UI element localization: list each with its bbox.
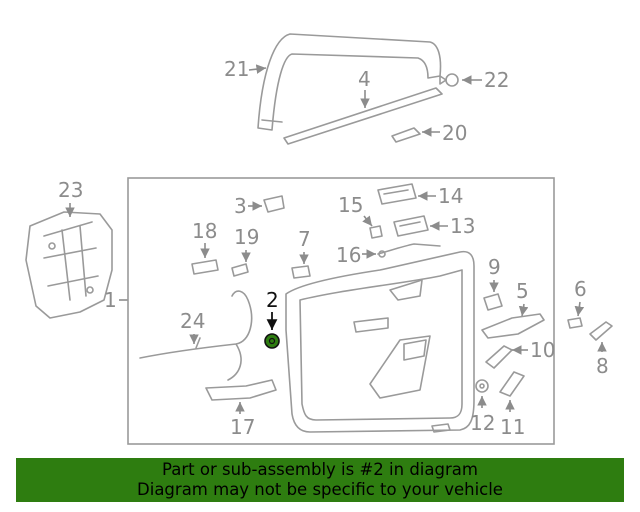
label-11: 11 [500,415,525,439]
part-24-wiring-harness [139,290,253,381]
part-17-bracket [205,379,277,401]
part-21-window-frame [257,33,442,131]
label-1: 1 [104,288,117,312]
label-21: 21 [224,57,249,81]
label-16: 16 [336,243,361,267]
part-5-handle [481,313,545,339]
label-8: 8 [596,354,609,378]
label-6: 6 [574,277,587,301]
part-12-plug [475,379,489,393]
part-8-cap [589,321,613,341]
label-23: 23 [58,178,83,202]
label-9: 9 [488,255,501,279]
part-16-harness [377,243,441,258]
label-5: 5 [516,279,529,303]
part-19-screw [231,263,249,277]
label-10: 10 [530,338,555,362]
label-15: 15 [338,193,363,217]
label-17: 17 [230,415,255,439]
label-7: 7 [298,227,311,251]
part-3-bracket [263,195,285,213]
label-24: 24 [180,309,205,333]
part-10-switch [485,345,513,369]
door-trim-panel [285,250,475,433]
part-23-window-regulator [25,211,113,319]
label-14: 14 [438,184,463,208]
label-3: 3 [234,194,247,218]
part-2-highlighted[interactable] [264,333,280,349]
assembly-box [127,177,555,445]
part-13-window-switch [393,215,429,237]
label-18: 18 [192,219,217,243]
info-banner: Part or sub-assembly is #2 in diagram Di… [16,458,624,502]
part-22-clip [439,73,459,87]
label-12: 12 [470,411,495,435]
parts-diagram: 21 4 22 20 23 1 3 14 15 [25,33,613,445]
part-15-clip [369,225,383,239]
label-4: 4 [358,67,371,91]
part-18-bracket [191,259,219,275]
part-4-belt-molding [283,87,443,145]
banner-line-2: Diagram may not be specific to your vehi… [137,480,503,499]
label-13: 13 [450,214,475,238]
banner-line-1: Part or sub-assembly is #2 in diagram [162,460,478,479]
part-11-trim [499,371,525,397]
label-2: 2 [266,288,279,312]
part-6-screw [567,317,583,329]
part-9-cover [483,293,503,311]
part-7-clip [291,265,311,279]
label-19: 19 [234,225,259,249]
part-reflector [431,423,451,433]
label-22: 22 [484,68,509,92]
part-20-trim-piece [391,127,421,143]
part-14-switch-bezel [377,183,417,205]
label-20: 20 [442,121,467,145]
